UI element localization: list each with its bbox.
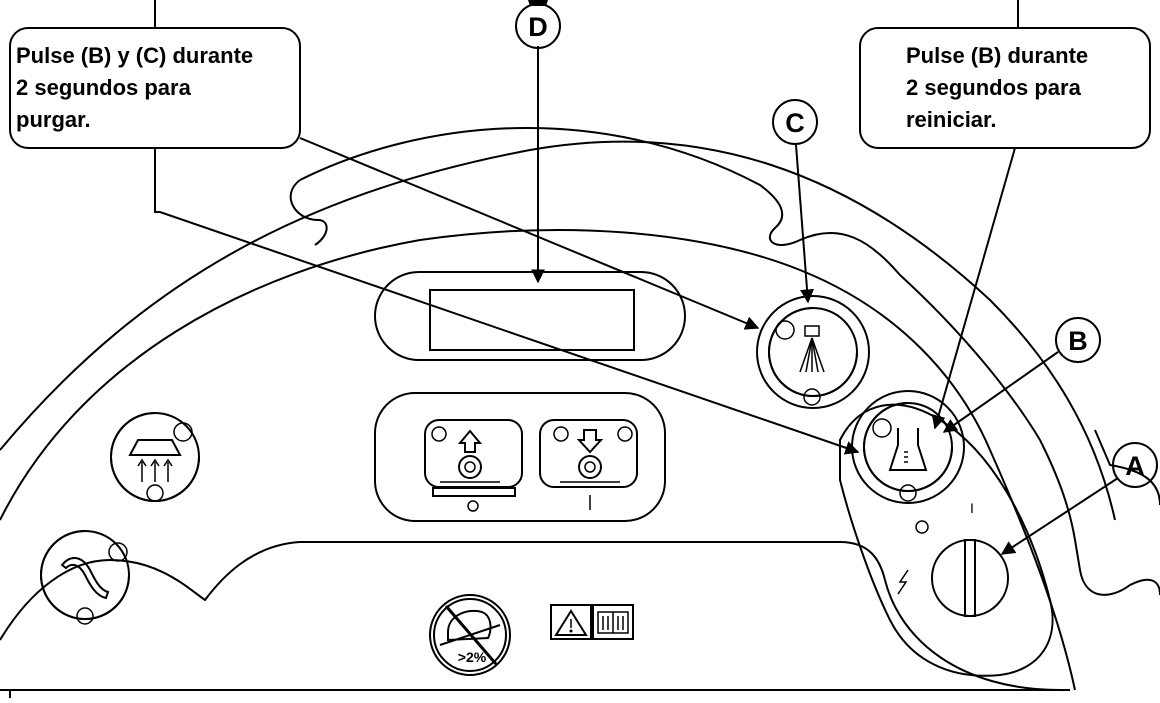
key-switch[interactable]: I [897, 500, 1009, 617]
switch-on-mark: I [970, 500, 974, 516]
svg-text:C: C [785, 108, 805, 138]
reset-callout: Pulse (B) durante 2 segundos para reinic… [859, 0, 1151, 149]
label-d: D [515, 0, 561, 49]
brush-button-housing [374, 392, 666, 522]
purge-line-3: purgar. [16, 107, 91, 132]
label-c: C [772, 99, 818, 145]
brush-icon [578, 455, 602, 479]
vacuum-icon [128, 439, 182, 456]
arrow-up-icon [457, 429, 483, 453]
label-a: A [1112, 442, 1158, 488]
vacuum-fan-button[interactable] [110, 412, 200, 502]
spray-nozzle-icon [804, 325, 820, 337]
squeegee-icon [60, 557, 110, 600]
brush-down-button[interactable] [539, 419, 638, 510]
lightning-icon [897, 569, 909, 595]
switch-off-mark [915, 520, 929, 534]
squeegee-button[interactable] [40, 530, 130, 625]
display-housing [374, 271, 686, 361]
label-b: B [1055, 317, 1101, 363]
svg-text:D: D [528, 12, 548, 42]
brush-up-button[interactable] [424, 419, 523, 512]
flask-icon [888, 428, 928, 471]
warning-manual-icon [550, 604, 634, 640]
reset-line-3: reiniciar. [906, 107, 997, 132]
reset-line-2: 2 segundos para [906, 75, 1082, 100]
brush-icon [458, 455, 482, 479]
svg-text:B: B [1068, 326, 1088, 356]
purge-callout: Pulse (B) y (C) durante 2 segundos para … [9, 0, 301, 149]
leader-lines [154, 46, 1119, 555]
reset-line-1: Pulse (B) durante [906, 43, 1088, 68]
slope-warning-text: >2% [458, 649, 487, 665]
detergent-button[interactable] [756, 295, 870, 409]
slope-warning-icon: >2% [429, 594, 511, 676]
svg-text:A: A [1125, 451, 1145, 481]
purge-line-2: 2 segundos para [16, 75, 192, 100]
arrow-down-icon [576, 429, 604, 454]
ec-h2o-button[interactable] [851, 390, 965, 504]
purge-line-1: Pulse (B) y (C) durante [16, 43, 253, 68]
